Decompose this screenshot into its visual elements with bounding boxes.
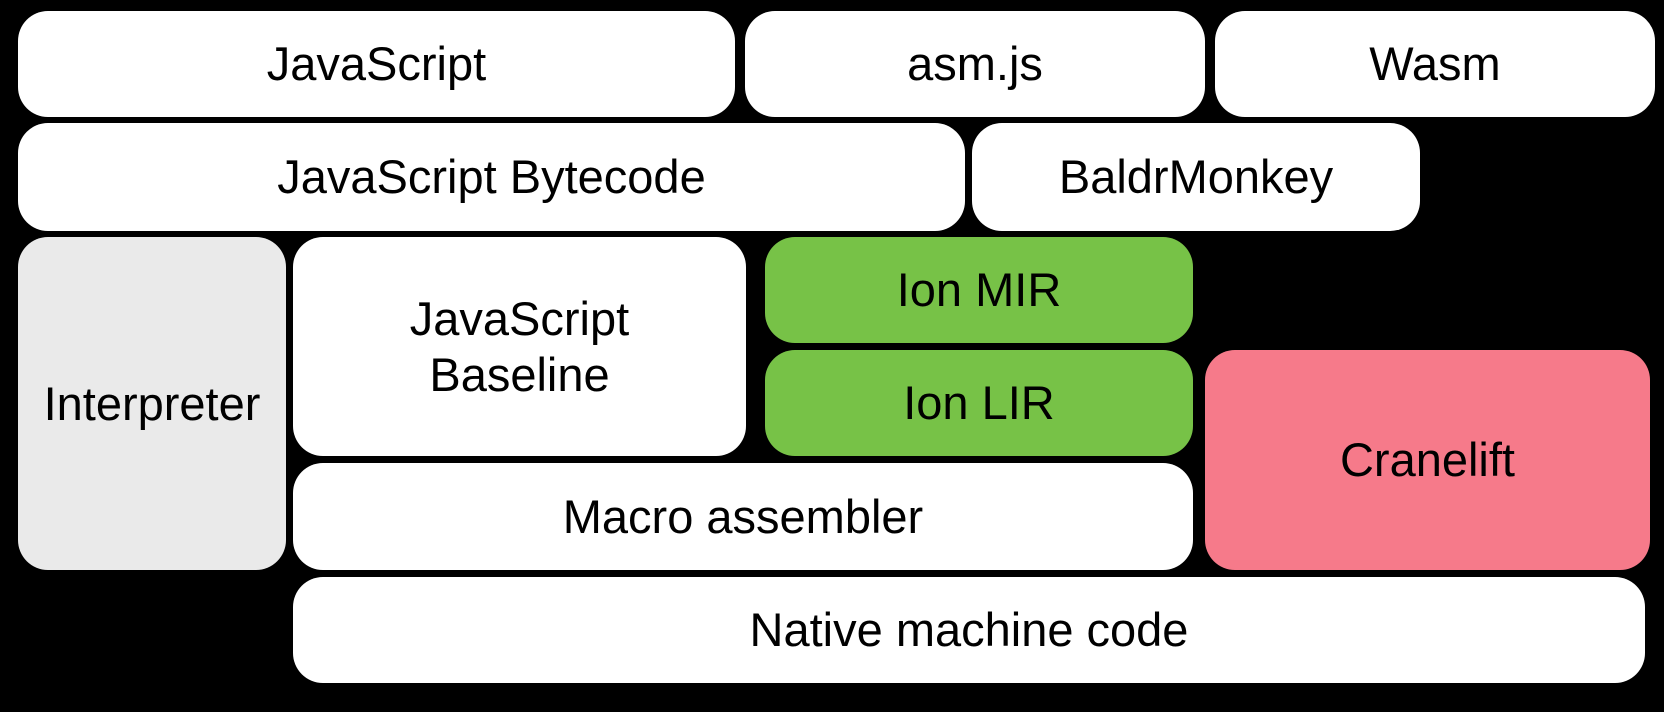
baseline-label-line1: JavaScript: [409, 292, 630, 346]
node-ion-lir: Ion LIR: [765, 350, 1193, 456]
baseline-label-line2: Baseline: [429, 347, 610, 401]
node-macro-assembler: Macro assembler: [293, 463, 1193, 570]
node-asmjs: asm.js: [745, 11, 1205, 117]
node-javascript-baseline: JavaScript Baseline: [293, 237, 746, 456]
node-native-machine-code: Native machine code: [293, 577, 1645, 683]
node-interpreter: Interpreter: [18, 237, 286, 570]
node-javascript: JavaScript: [18, 11, 735, 117]
node-baldrmonkey: BaldrMonkey: [972, 123, 1420, 231]
node-ion-mir: Ion MIR: [765, 237, 1193, 343]
node-wasm: Wasm: [1215, 11, 1655, 117]
node-cranelift: Cranelift: [1205, 350, 1650, 570]
node-javascript-bytecode: JavaScript Bytecode: [18, 123, 965, 231]
